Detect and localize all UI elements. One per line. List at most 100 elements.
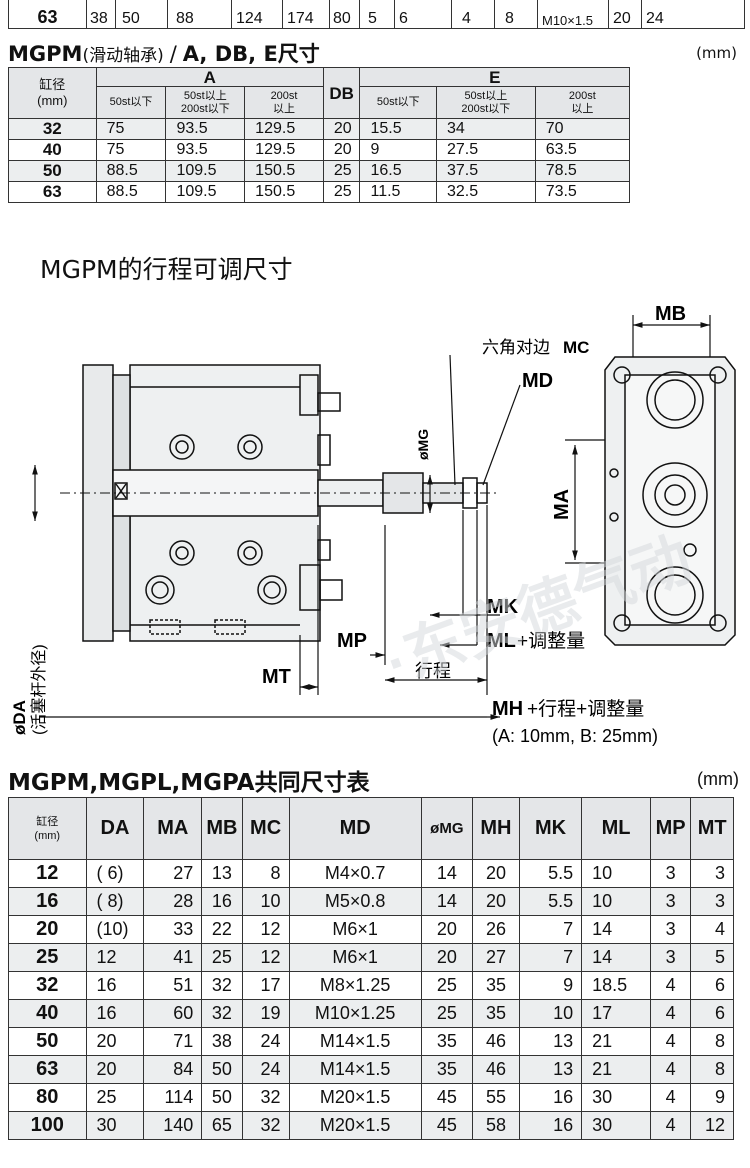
table2-cell: 13	[518, 1027, 583, 1056]
table2-cell: 46	[471, 1027, 520, 1056]
table2-cell: 13	[201, 859, 243, 888]
table2-cell: 25	[85, 1083, 145, 1112]
table2-cell: 6	[690, 999, 734, 1028]
table2-cell: 32	[201, 971, 243, 1000]
bore-cell: 80	[8, 1083, 87, 1112]
subheader-line1: 50st以下	[109, 96, 153, 108]
table2-cell: 27	[143, 859, 203, 888]
label-mp: MP	[337, 630, 367, 652]
table2-cell: 17	[241, 971, 290, 1000]
table1-cell: 78.5	[534, 160, 631, 182]
table2-cell: 3	[690, 887, 734, 916]
table2-cell: 4	[649, 1083, 692, 1112]
table2-cell: 18.5	[581, 971, 651, 1000]
table2-cell: 25	[420, 971, 473, 1000]
subheader-line1: 200st	[270, 89, 298, 102]
table2-cell: 16	[518, 1111, 583, 1140]
table1-cell: 93.5	[165, 118, 246, 140]
table2-header-ml: ML	[581, 797, 651, 860]
table2-cell: 140	[143, 1111, 203, 1140]
subheader-line2: 200st以下	[461, 102, 511, 115]
bore-cell: 63	[8, 1055, 87, 1084]
table2-cell: 35	[471, 999, 520, 1028]
table2-cell: 25	[201, 943, 243, 972]
table2-cell: 4	[649, 999, 692, 1028]
table1-cell: 88.5	[95, 181, 167, 203]
table2-header-mh: MH	[471, 797, 520, 860]
table2-cell: 4	[649, 971, 692, 1000]
table2-cell: 8	[690, 1055, 734, 1084]
table2-cell: 10	[241, 887, 290, 916]
table2-header-md: MD	[288, 797, 422, 860]
table2-cell: 21	[581, 1055, 651, 1084]
table2-cell: 32	[241, 1111, 290, 1140]
table2-cell: 5.5	[518, 887, 583, 916]
table1-title-paren: (滑动轴承)	[82, 46, 164, 66]
table2-cell: 28	[143, 887, 203, 916]
table2-cell: 71	[143, 1027, 203, 1056]
table2-cell: 27	[471, 943, 520, 972]
table1-cell: 109.5	[165, 181, 246, 203]
label-ml-suffix: +调整量	[517, 630, 585, 652]
table2-cell: 20	[420, 915, 473, 944]
top-cell: 88	[167, 0, 232, 29]
header-bore-l1: 缸径	[36, 815, 59, 828]
dimension-drawing: MB 六角对边 MC MD øMG MA MK MP ML +调整量 MT 行程…	[10, 303, 736, 746]
table2-cell: ( 6)	[85, 859, 145, 888]
table1-title-suffix: A, DB, E尺寸	[182, 42, 320, 66]
table2-cell: 19	[241, 999, 290, 1028]
table2-cell: 4	[649, 1027, 692, 1056]
table2-cell: 3	[649, 943, 692, 972]
table1-cell: 32.5	[436, 181, 536, 203]
table1-header-e: E	[359, 67, 630, 87]
subheader-line1: 50st以上	[183, 89, 227, 102]
table2-title: MGPM,MGPL,MGPA共同尺寸表	[8, 770, 370, 796]
top-cell: 5	[359, 0, 395, 29]
table2-cell: 8	[690, 1027, 734, 1056]
bore-cell: 16	[8, 887, 87, 916]
table2-header-da: DA	[85, 797, 145, 860]
table2-cell: M6×1	[288, 943, 422, 972]
table2-cell: M5×0.8	[288, 887, 422, 916]
table1-header-a: A	[95, 67, 324, 87]
table1-cell: 15.5	[359, 118, 437, 140]
table2-cell: 10	[581, 859, 651, 888]
label-mb: MB	[655, 303, 686, 325]
table2-cell: 33	[143, 915, 203, 944]
label-ma: MA	[551, 489, 573, 520]
table1-cell: 129.5	[244, 139, 324, 161]
table2-cell: 41	[143, 943, 203, 972]
table1-subheader: 50st以下	[95, 86, 167, 119]
table2-cell: 50	[201, 1083, 243, 1112]
table2-cell: 7	[518, 943, 583, 972]
bore-cell: 32	[8, 118, 97, 140]
label-mt: MT	[262, 666, 291, 688]
table2-cell: 16	[85, 999, 145, 1028]
table2-cell: 21	[581, 1027, 651, 1056]
table1-cell: 70	[534, 118, 631, 140]
table2-cell: 9	[518, 971, 583, 1000]
table2-cell: 26	[471, 915, 520, 944]
label-da-note: (活塞杆外径)	[30, 644, 48, 735]
subheader-line2: 以上	[273, 102, 296, 115]
table2-cell: 30	[85, 1111, 145, 1140]
table1-title-slash: /	[169, 42, 177, 66]
table2-cell: 7	[518, 915, 583, 944]
table2-cell: 45	[420, 1083, 473, 1112]
table1-title-bold: MGPM	[8, 42, 83, 66]
table2-cell: 32	[201, 999, 243, 1028]
bore-cell: 40	[8, 999, 87, 1028]
bore-cell: 100	[8, 1111, 87, 1140]
label-mk: MK	[487, 596, 519, 618]
